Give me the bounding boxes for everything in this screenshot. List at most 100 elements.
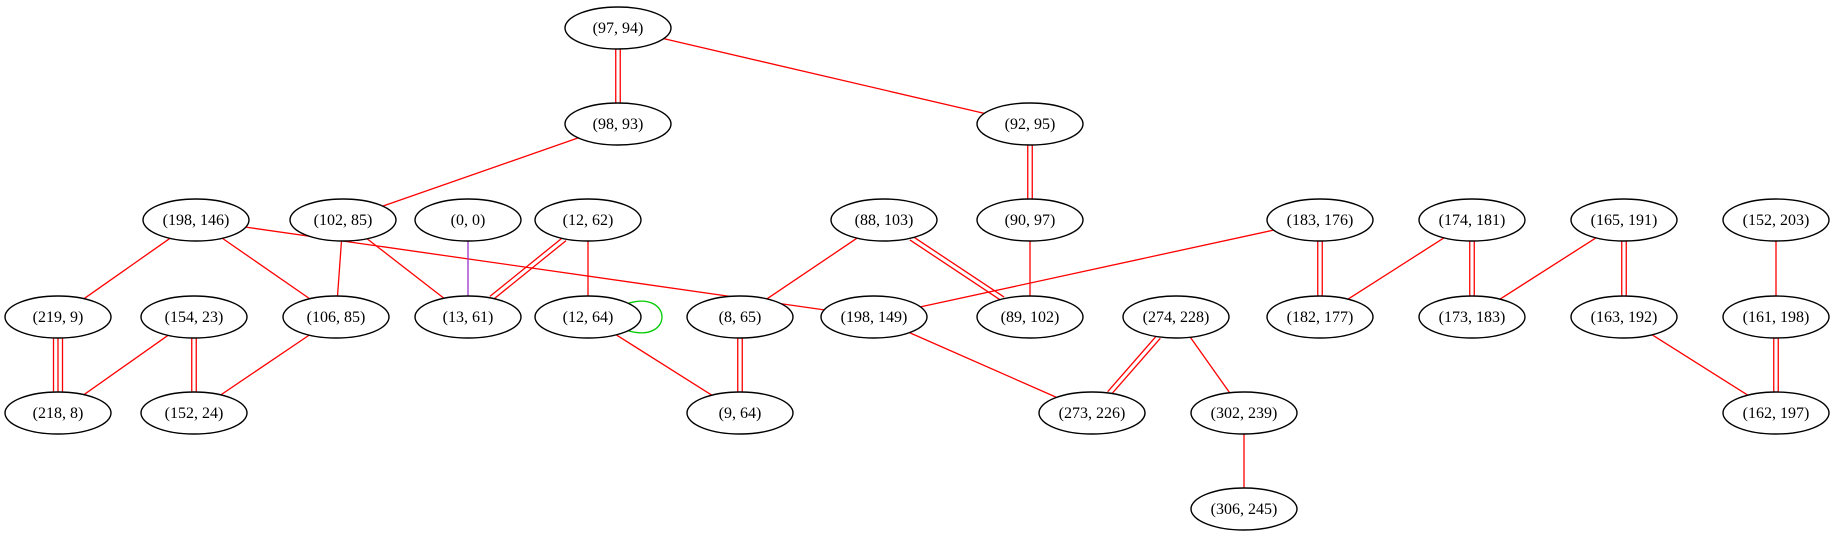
node-ellipse (282, 295, 390, 339)
graph-node-n302_239: (302, 239) (1190, 391, 1298, 435)
graph-node-n89_102: (89, 102) (976, 295, 1084, 339)
node-ellipse (820, 295, 928, 339)
edge-n274_228-n302_239 (1189, 336, 1231, 394)
node-ellipse (289, 198, 397, 242)
node-ellipse (1190, 391, 1298, 435)
graph-node-n219_9: (219, 9) (4, 295, 112, 339)
node-label: (219, 9) (33, 309, 84, 326)
edge-n163_192-n162_197 (1651, 334, 1749, 396)
node-ellipse (4, 295, 112, 339)
edge-n154_23-n218_8 (83, 334, 169, 396)
graph-node-n12_64: (12, 64) (534, 295, 642, 339)
node-label: (92, 95) (1005, 116, 1056, 133)
graph-node-n174_181: (174, 181) (1418, 198, 1526, 242)
graph-node-n90_97: (90, 97) (976, 198, 1084, 242)
node-label: (198, 149) (841, 309, 908, 326)
edge-line (492, 240, 567, 301)
edge-n8_65-n9_64 (737, 338, 743, 392)
edge-n219_9-n218_8 (52, 338, 64, 392)
edge-line (221, 237, 311, 300)
node-ellipse (1190, 487, 1298, 531)
graph-node-n0_0: (0, 0) (414, 198, 522, 242)
graph-node-n161_198: (161, 198) (1722, 295, 1830, 339)
node-ellipse (1418, 295, 1526, 339)
node-ellipse (1038, 391, 1146, 435)
graph-node-n106_85: (106, 85) (282, 295, 390, 339)
edge-line (1107, 334, 1158, 393)
graph-node-n152_203: (152, 203) (1722, 198, 1830, 242)
node-ellipse (564, 102, 672, 146)
node-ellipse (414, 198, 522, 242)
node-label: (274, 228) (1143, 309, 1210, 326)
graph-node-n163_192: (163, 192) (1570, 295, 1678, 339)
node-ellipse (1570, 295, 1678, 339)
node-label: (106, 85) (307, 309, 366, 326)
graph-node-n88_103: (88, 103) (830, 198, 938, 242)
node-ellipse (686, 391, 794, 435)
node-label: (182, 177) (1287, 309, 1354, 326)
node-label: (306, 245) (1211, 501, 1278, 518)
edge-n198_149-n273_226 (909, 332, 1057, 398)
node-label: (183, 176) (1287, 212, 1354, 229)
node-ellipse (1122, 295, 1230, 339)
edge-n102_85-n13_61 (366, 238, 445, 299)
edge-n98_93-n102_85 (382, 137, 579, 207)
edge-n198_146-n219_9 (83, 237, 171, 300)
graph-node-n13_61: (13, 61) (414, 295, 522, 339)
graph-node-n102_85: (102, 85) (289, 198, 397, 242)
graph-node-n92_95: (92, 95) (976, 102, 1084, 146)
node-label: (161, 198) (1743, 309, 1810, 326)
node-label: (102, 85) (314, 212, 373, 229)
edge-n198_146-n106_85 (221, 237, 311, 300)
node-ellipse (830, 198, 938, 242)
graph-node-n154_23: (154, 23) (140, 295, 248, 339)
edge-n12_64-n12_64 (628, 300, 663, 334)
node-ellipse (1418, 198, 1526, 242)
node-label: (97, 94) (593, 20, 644, 37)
edge-line (920, 229, 1274, 308)
graph-node-n173_183: (173, 183) (1418, 295, 1526, 339)
graph-node-n165_191: (165, 191) (1570, 198, 1678, 242)
node-ellipse (414, 295, 522, 339)
nodes-layer: (97, 94)(98, 93)(92, 95)(198, 146)(102, … (4, 6, 1830, 531)
node-label: (88, 103) (855, 212, 914, 229)
node-label: (152, 203) (1743, 212, 1810, 229)
node-ellipse (4, 391, 112, 435)
edge-line (83, 237, 171, 300)
node-label: (89, 102) (1001, 309, 1060, 326)
edge-n165_191-n163_192 (1621, 241, 1627, 296)
node-ellipse (140, 391, 248, 435)
node-label: (8, 65) (719, 309, 762, 326)
node-label: (273, 226) (1059, 405, 1126, 422)
edge-n97_94-n98_93 (615, 49, 621, 103)
edge-line (628, 300, 663, 334)
node-label: (154, 23) (165, 309, 224, 326)
edge-line (366, 238, 445, 299)
edge-line (912, 235, 1005, 298)
graph-node-n97_94: (97, 94) (564, 6, 672, 50)
edge-n161_198-n162_197 (1773, 338, 1779, 392)
node-ellipse (140, 295, 248, 339)
node-label: (90, 97) (1005, 212, 1056, 229)
node-ellipse (1570, 198, 1678, 242)
node-label: (9, 64) (719, 405, 762, 422)
edge-n183_176-n198_149 (920, 229, 1274, 308)
edge-n165_191-n173_183 (1499, 237, 1597, 300)
edge-line (1651, 334, 1749, 396)
edge-line (1347, 237, 1445, 300)
edge-line (909, 332, 1057, 398)
graph-node-n198_149: (198, 149) (820, 295, 928, 339)
node-label: (0, 0) (451, 212, 486, 229)
node-label: (13, 61) (443, 309, 494, 326)
edge-line (663, 38, 985, 114)
node-ellipse (1722, 198, 1830, 242)
node-ellipse (564, 6, 672, 50)
node-ellipse (534, 198, 642, 242)
node-ellipse (1266, 198, 1374, 242)
node-label: (302, 239) (1211, 405, 1278, 422)
edge-line (615, 334, 713, 396)
node-label: (218, 8) (33, 405, 84, 422)
graph-node-n9_64: (9, 64) (686, 391, 794, 435)
graph-node-n182_177: (182, 177) (1266, 295, 1374, 339)
